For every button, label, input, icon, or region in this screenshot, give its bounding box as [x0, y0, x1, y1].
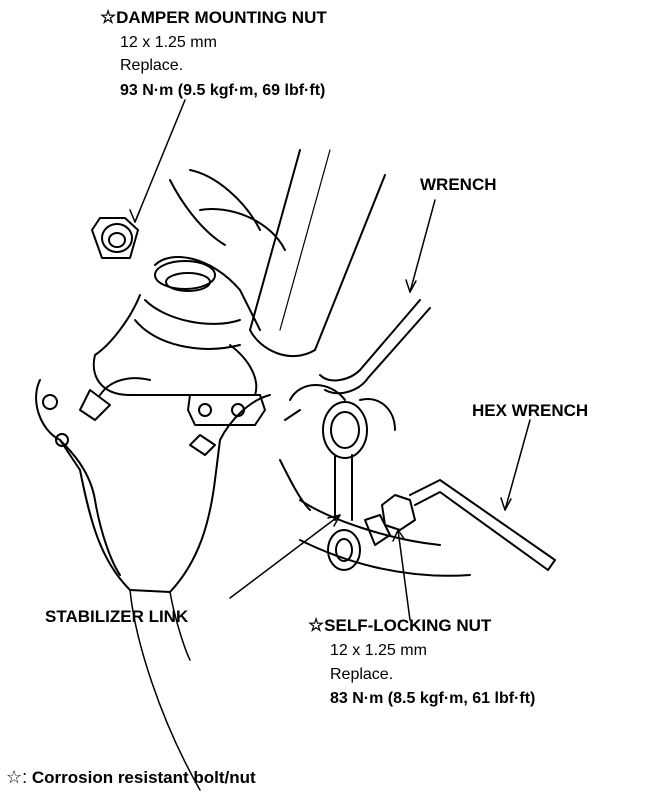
footnote: ☆: Corrosion resistant bolt/nut [6, 766, 256, 789]
self-locking-nut-leader [397, 529, 411, 621]
damper-body [249, 149, 386, 358]
leader-lines [129, 99, 531, 621]
wrench-label: WRENCH [420, 175, 497, 194]
damper-nut-title-text: DAMPER MOUNTING NUT [116, 8, 327, 27]
steering-knuckle [35, 377, 271, 791]
wrench [319, 299, 431, 395]
stabilizer-link-label: STABILIZER LINK [45, 607, 189, 626]
self-locking-nut [364, 494, 416, 546]
hex-wrench-leader [504, 419, 531, 511]
star-icon: ☆ [100, 7, 117, 27]
damper-nut-torque: 93 N·m (9.5 kgf·m, 69 lbf·ft) [120, 82, 326, 99]
damper-nut-size: 12 x 1.25 mm [120, 34, 217, 51]
self-locking-nut-note: Replace. [330, 666, 394, 683]
damper-mounting-nut [91, 217, 139, 259]
self-locking-nut-title-text: SELF-LOCKING NUT [324, 616, 492, 635]
hex-wrench-label: HEX WRENCH [472, 401, 589, 420]
footnote-star-icon: ☆: [6, 767, 28, 787]
damper-nut-note: Replace. [120, 57, 184, 74]
damper-fork [92, 169, 286, 396]
self-locking-nut-torque: 83 N·m (8.5 kgf·m, 61 lbf·ft) [330, 690, 536, 707]
fork-bolt [79, 389, 266, 456]
star-icon: ☆ [308, 615, 325, 635]
damper-nut-leader [134, 99, 186, 223]
footnote-text: Corrosion resistant bolt/nut [31, 768, 256, 787]
wrench-leader [409, 199, 436, 293]
stabilizer-link-leader [229, 514, 341, 599]
self-locking-nut-size: 12 x 1.25 mm [330, 642, 427, 659]
hex-wrench [409, 479, 556, 571]
self-locking-nut-title: ☆SELF-LOCKING NUT [308, 614, 491, 637]
stabilizer-bar [279, 459, 471, 577]
damper-nut-title: ☆DAMPER MOUNTING NUT [100, 6, 327, 29]
stabilizer-link [284, 384, 396, 571]
